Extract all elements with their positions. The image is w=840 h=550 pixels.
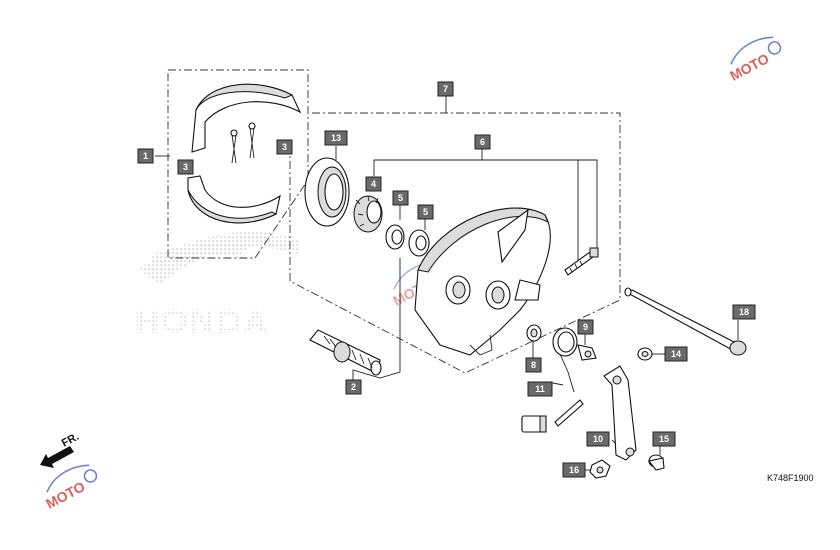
- svg-text:10: 10: [593, 434, 603, 444]
- svg-text:2: 2: [351, 382, 356, 392]
- oil-seal: [304, 157, 350, 227]
- speedometer-shaft: [309, 329, 382, 376]
- nut-14: [637, 347, 653, 361]
- svg-text:3: 3: [183, 162, 188, 172]
- svg-text:MOTO: MOTO: [727, 50, 771, 84]
- pin-15: [648, 454, 665, 471]
- svg-text:15: 15: [659, 434, 669, 444]
- svg-text:HONDA: HONDA: [135, 303, 270, 341]
- brake-shoes: [187, 83, 302, 224]
- callout-3b: 3: [276, 139, 293, 155]
- svg-text:7: 7: [443, 84, 448, 94]
- callout-11: 11: [527, 381, 553, 397]
- axle-bolt: [624, 287, 747, 356]
- washers: [385, 224, 430, 257]
- callout-6: 6: [474, 134, 491, 150]
- svg-text:18: 18: [739, 307, 749, 317]
- callout-15: 15: [652, 431, 676, 447]
- callout-8: 8: [525, 357, 542, 373]
- callout-16: 16: [562, 462, 586, 478]
- svg-text:5: 5: [423, 207, 428, 217]
- callout-14: 14: [664, 346, 688, 362]
- callout-5b: 5: [417, 204, 434, 220]
- callout-4: 4: [365, 176, 382, 192]
- svg-text:5: 5: [398, 193, 403, 203]
- callout-7: 7: [437, 81, 454, 97]
- callout-5a: 5: [392, 190, 409, 206]
- callout-2: 2: [345, 379, 362, 395]
- svg-text:1: 1: [143, 151, 148, 161]
- adjuster-bolt: [564, 247, 599, 276]
- svg-text:4: 4: [371, 179, 376, 189]
- diagram-code: K748F1900: [767, 473, 814, 483]
- svg-text:13: 13: [331, 133, 341, 143]
- arm-bolt: [521, 399, 584, 433]
- svg-text:8: 8: [531, 360, 536, 370]
- svg-text:3: 3: [282, 142, 287, 152]
- callout-13: 13: [324, 130, 348, 146]
- callout-9: 9: [577, 319, 594, 335]
- brake-panel: [414, 207, 551, 356]
- svg-text:6: 6: [480, 137, 485, 147]
- svg-text:MOTO: MOTO: [43, 478, 87, 512]
- forward-arrow-icon: FR.: [40, 431, 81, 468]
- moto-badge-top: MOTO: [727, 36, 782, 84]
- callout-labels: 1 2 3 3 4 5 5 6 7 8 9 10: [137, 81, 756, 478]
- svg-text:14: 14: [671, 349, 681, 359]
- moto-badge-bottom: MOTO: [43, 464, 98, 512]
- callout-1: 1: [137, 148, 154, 164]
- honda-logo-watermark: HONDA: [135, 231, 300, 341]
- assembly-boundaries: [167, 69, 621, 374]
- svg-text:9: 9: [583, 322, 588, 332]
- callout-3a: 3: [177, 159, 194, 175]
- callout-10: 10: [586, 431, 610, 447]
- nut-16: [589, 459, 611, 479]
- collar: [526, 324, 542, 342]
- svg-text:16: 16: [569, 465, 579, 475]
- wear-indicator-plate: [577, 344, 597, 361]
- speedometer-gear: [353, 195, 383, 233]
- forward-label: FR.: [60, 431, 81, 450]
- brake-arm: [603, 365, 637, 461]
- callout-18: 18: [732, 304, 756, 320]
- svg-text:11: 11: [535, 384, 545, 394]
- return-spring: [552, 327, 578, 393]
